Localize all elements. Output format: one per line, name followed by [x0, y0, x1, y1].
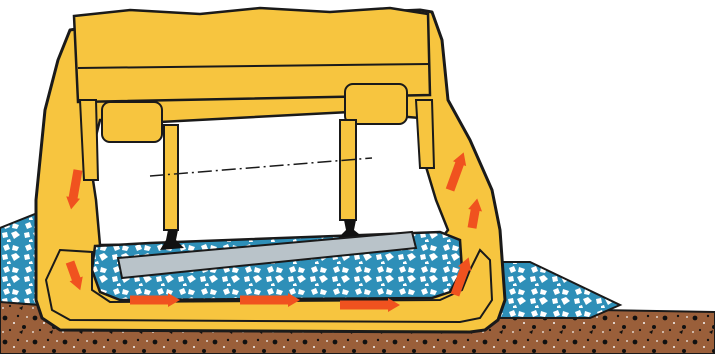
- right-arm: [416, 100, 434, 168]
- ballast-right-mound: [490, 262, 620, 318]
- left-arm: [80, 100, 98, 180]
- ballast-left-shoulder: [0, 212, 40, 305]
